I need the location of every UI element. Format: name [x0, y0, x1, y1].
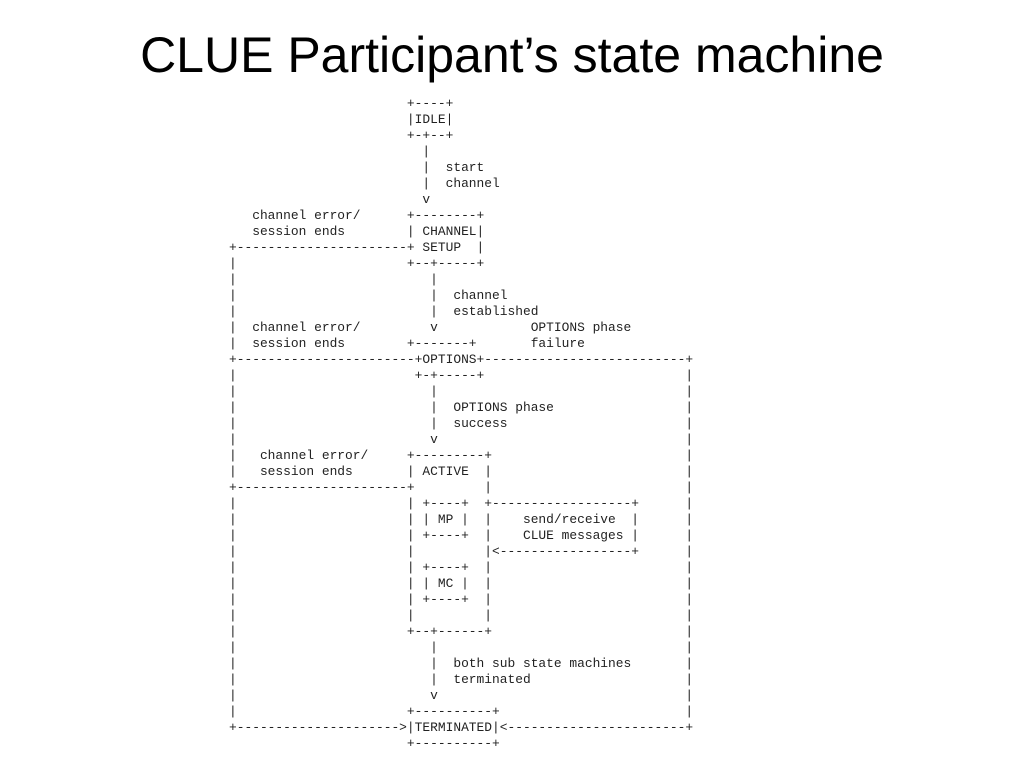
- diagram-line: | channel: [229, 176, 500, 191]
- diagram-line: |: [229, 144, 431, 159]
- diagram-line: | +----------+ |: [229, 704, 694, 719]
- diagram-line: | | +----+ | CLUE messages | |: [229, 528, 694, 543]
- diagram-line: | | |: [229, 384, 694, 399]
- diagram-line: | | terminated |: [229, 672, 694, 687]
- diagram-line: | | +----+ | |: [229, 560, 694, 575]
- diagram-line: session ends | CHANNEL|: [229, 224, 485, 239]
- slide-title: CLUE Participant’s state machine: [140, 27, 884, 83]
- diagram-line: | | |: [229, 640, 694, 655]
- diagram-line: | | both sub state machines |: [229, 656, 694, 671]
- diagram-line: | channel error/ v OPTIONS phase: [229, 320, 632, 335]
- diagram-line: | session ends +-------+ failure: [229, 336, 585, 351]
- diagram-line: | session ends | ACTIVE | |: [229, 464, 694, 479]
- diagram-line: | |: [229, 272, 438, 287]
- diagram-line: | +--+-----+: [229, 256, 485, 271]
- diagram-line: | | OPTIONS phase |: [229, 400, 694, 415]
- diagram-line: | | +----+ +------------------+ |: [229, 496, 694, 511]
- diagram-line: | | +----+ | |: [229, 592, 694, 607]
- diagram-line: +-----------------------+OPTIONS+-------…: [229, 352, 694, 367]
- diagram-line: | v |: [229, 432, 694, 447]
- diagram-line: |IDLE|: [229, 112, 454, 127]
- diagram-line: | | channel: [229, 288, 508, 303]
- diagram-line: | v |: [229, 688, 694, 703]
- diagram-line: +----------+: [229, 736, 500, 751]
- diagram-line: +-+--+: [229, 128, 454, 143]
- diagram-line: | | |<-----------------+ |: [229, 544, 694, 559]
- diagram-line: +----------------------+ SETUP |: [229, 240, 485, 255]
- ascii-state-diagram: +----+ |IDLE| +-+--+ | | start | channel…: [229, 96, 693, 752]
- diagram-line: | | | MC | | |: [229, 576, 694, 591]
- diagram-line: | | | MP | | send/receive | |: [229, 512, 694, 527]
- diagram-line: +----+: [229, 96, 454, 111]
- diagram-line: | +-+-----+ |: [229, 368, 694, 383]
- diagram-line: | | established: [229, 304, 539, 319]
- diagram-line: | +--+------+ |: [229, 624, 694, 639]
- diagram-line: | | success |: [229, 416, 694, 431]
- diagram-line: +----------------------+ | |: [229, 480, 694, 495]
- diagram-line: | start: [229, 160, 485, 175]
- diagram-line: +--------------------->|TERMINATED|<----…: [229, 720, 694, 735]
- diagram-line: | | | |: [229, 608, 694, 623]
- diagram-line: | channel error/ +---------+ |: [229, 448, 694, 463]
- diagram-line: v: [229, 192, 431, 207]
- diagram-line: channel error/ +--------+: [229, 208, 485, 223]
